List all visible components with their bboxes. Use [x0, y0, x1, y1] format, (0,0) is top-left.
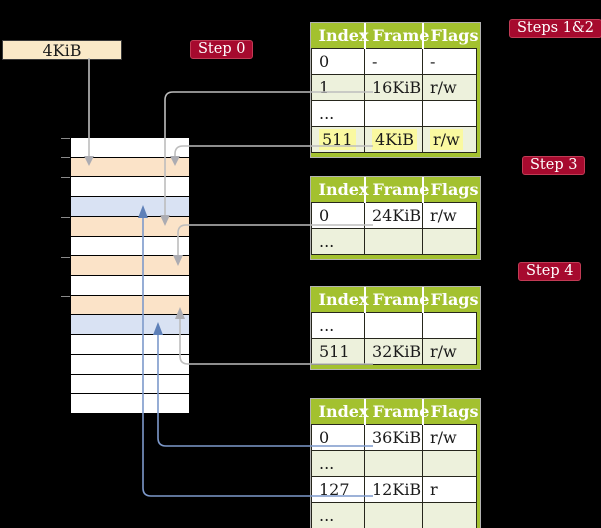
page-table-cell: 511 [311, 338, 365, 365]
memory-address-tick [61, 137, 70, 139]
column-header-index: Index [311, 399, 369, 425]
page-table-cell: 16KiB [364, 74, 423, 101]
badge-step-4: Step 4 [518, 262, 582, 281]
memory-frame-row [71, 295, 189, 316]
highlighted-value: 511 [319, 129, 356, 150]
page-table-entry-row: ... [311, 100, 477, 127]
memory-frame-row [71, 197, 189, 217]
column-header-flags: Flags [421, 399, 479, 425]
memory-address-tick [61, 256, 70, 258]
highlighted-value: r/w [430, 129, 463, 150]
page-table-cell [364, 502, 423, 528]
memory-address-tick [61, 177, 70, 179]
page-table-cell [422, 450, 477, 477]
page-table-cell [364, 100, 423, 127]
page-table-entry-row: ... [311, 502, 477, 528]
memory-frame-row [71, 354, 189, 375]
page-table-cell: - [364, 48, 423, 75]
page-table-cell: 24KiB [364, 202, 423, 229]
page-table-entry-row: 0-- [311, 48, 477, 75]
page-table-cell: r/w [422, 338, 477, 365]
column-header-flags: Flags [421, 177, 479, 203]
memory-frame-row [71, 236, 189, 257]
column-header-flags: Flags [421, 23, 479, 49]
column-header-index: Index [311, 287, 369, 313]
memory-frame-row [71, 374, 189, 395]
column-header-flags: Flags [421, 287, 479, 313]
memory-frame-row [71, 276, 189, 296]
page-table-cell: r/w [422, 202, 477, 229]
page-table-cell: 1 [311, 74, 365, 101]
memory-address-tick [61, 216, 70, 218]
page-table-cell: 511 [311, 126, 365, 153]
page-table-cell [364, 312, 423, 339]
physical-memory-column [61, 137, 190, 415]
column-header-index: Index [311, 177, 369, 203]
memory-frame-row [71, 177, 189, 198]
column-header-frame: Frame [363, 23, 429, 49]
page-table-cell: 4KiB [364, 126, 423, 153]
page-table-entry-row: ... [311, 228, 477, 255]
memory-frame-row [71, 157, 189, 178]
page-table-cell: ... [311, 100, 365, 127]
page-table-cell [364, 450, 423, 477]
page-table-cell: ... [311, 312, 365, 339]
column-header-frame: Frame [363, 287, 429, 313]
page-table-cell: r/w [422, 424, 477, 451]
page-table-cell: r/w [422, 74, 477, 101]
badge-steps-1-2: Steps 1&2 [509, 19, 601, 38]
page-table-cell: 0 [311, 424, 365, 451]
page-table-cell: ... [311, 450, 365, 477]
page-table-entry-row: ... [311, 450, 477, 477]
page-table-cell: 12KiB [364, 476, 423, 503]
page-table-cell [364, 228, 423, 255]
page-table-cell [422, 100, 477, 127]
l4-table-address-label: 4KiB [42, 40, 82, 60]
memory-frame-row [71, 335, 189, 355]
memory-frame-row [71, 394, 189, 415]
badge-step-0: Step 0 [190, 40, 254, 59]
page-table-cell [422, 502, 477, 528]
page-table-cell: 36KiB [364, 424, 423, 451]
column-header-frame: Frame [363, 177, 429, 203]
page-table-cell: ... [311, 502, 365, 528]
page-table-cell: r/w [422, 126, 477, 153]
page-table-entry-row: 511 4KiB r/w [311, 126, 477, 153]
memory-frame-row [71, 315, 189, 336]
page-table-entry-row: ... [311, 312, 477, 339]
page-table-cell [422, 228, 477, 255]
page-table-cell: r [422, 476, 477, 503]
highlighted-value: 4KiB [372, 129, 418, 150]
page-table-cell: 0 [311, 48, 365, 75]
page-table-cell: - [422, 48, 477, 75]
memory-frame-row [71, 216, 189, 237]
page-table-cell [422, 312, 477, 339]
page-table-cell: 127 [311, 476, 365, 503]
column-header-frame: Frame [363, 399, 429, 425]
memory-address-tick [61, 296, 70, 298]
page-table-cell: ... [311, 228, 365, 255]
memory-frame-row [71, 138, 189, 158]
column-header-index: Index [311, 23, 369, 49]
badge-step-3: Step 3 [522, 156, 586, 175]
memory-address-tick [61, 157, 70, 159]
page-table-cell: 0 [311, 202, 365, 229]
page-table-cell: 32KiB [364, 338, 423, 365]
memory-frame-row [71, 256, 189, 277]
l4-table-address-box: 4KiB [2, 40, 122, 60]
